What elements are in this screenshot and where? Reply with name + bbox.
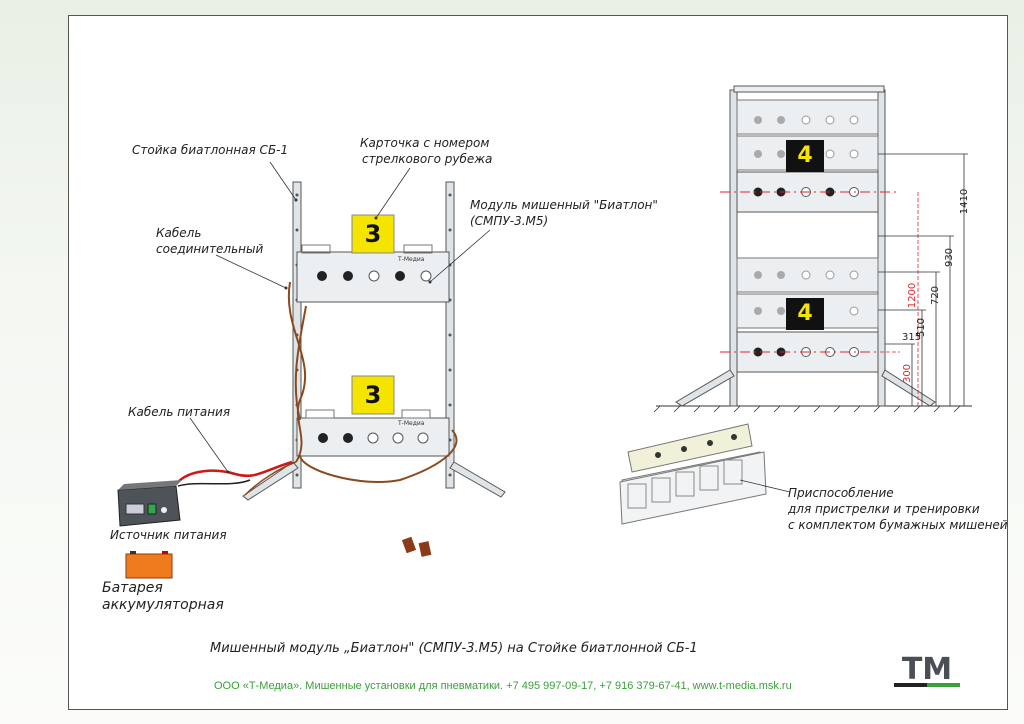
- dim-720: 720: [930, 285, 942, 306]
- tm-logo: ТМ: [894, 652, 960, 687]
- remote-controls: [401, 536, 432, 557]
- svg-text:ТМ: ТМ: [902, 652, 952, 687]
- shooting-line-card-upper-right: [786, 140, 824, 172]
- training-fixture: [619, 423, 791, 525]
- power-supply: [117, 480, 182, 527]
- shooting-line-card-upper: [351, 214, 395, 254]
- stand-label: Стойка биатлонная СБ-1: [132, 143, 289, 157]
- card-number-right-upper: 4: [797, 143, 813, 168]
- cable-conn-label-line2: соединительный: [156, 242, 264, 256]
- dim-315: 315: [902, 332, 922, 343]
- power-cable: [177, 460, 293, 483]
- battery: [125, 551, 173, 579]
- fixture-label-line2: для пристрелки и тренировки: [788, 502, 980, 516]
- battery-label-line1: Батарея: [102, 580, 163, 596]
- fixture-label-line3: с комплектом бумажных мишеней: [788, 518, 1008, 532]
- brand-plate-lower: Т-Медиа: [398, 420, 425, 427]
- right-stand: [653, 85, 972, 413]
- module-label-line2: (СМПУ-3.М5): [470, 214, 549, 228]
- cable-conn-label-line1: Кабель: [156, 226, 202, 240]
- shooting-line-card-lower: [351, 375, 395, 415]
- shooting-line-card-lower-right: [786, 298, 824, 330]
- card-number-upper: 3: [364, 220, 382, 248]
- fixture-label-line1: Приспособление: [788, 486, 894, 500]
- card-number-right-lower: 4: [797, 301, 813, 326]
- left-stand: [242, 181, 506, 501]
- dim-1200: 1200: [907, 282, 919, 309]
- module-label-line1: Модуль мишенный "Биатлон": [470, 198, 658, 212]
- caption: Мишенный модуль „Биатлон" (СМПУ-3.М5) на…: [210, 641, 698, 656]
- brand-plate-upper: Т-Медиа: [398, 256, 425, 263]
- dim-300: 300: [902, 363, 914, 384]
- power-source-label: Источник питания: [110, 528, 227, 542]
- battery-label-line2: аккумуляторная: [102, 597, 224, 613]
- dim-930: 930: [944, 247, 956, 268]
- dim-1410: 1410: [959, 188, 971, 215]
- card-label-line2: стрелкового рубежа: [362, 152, 493, 166]
- card-label-line1: Карточка с номером: [360, 136, 490, 150]
- power-cable-label: Кабель питания: [128, 405, 231, 419]
- footer-contacts: ООО «Т-Медиа». Мишенные установки для пн…: [214, 680, 792, 692]
- card-number-lower: 3: [364, 381, 382, 409]
